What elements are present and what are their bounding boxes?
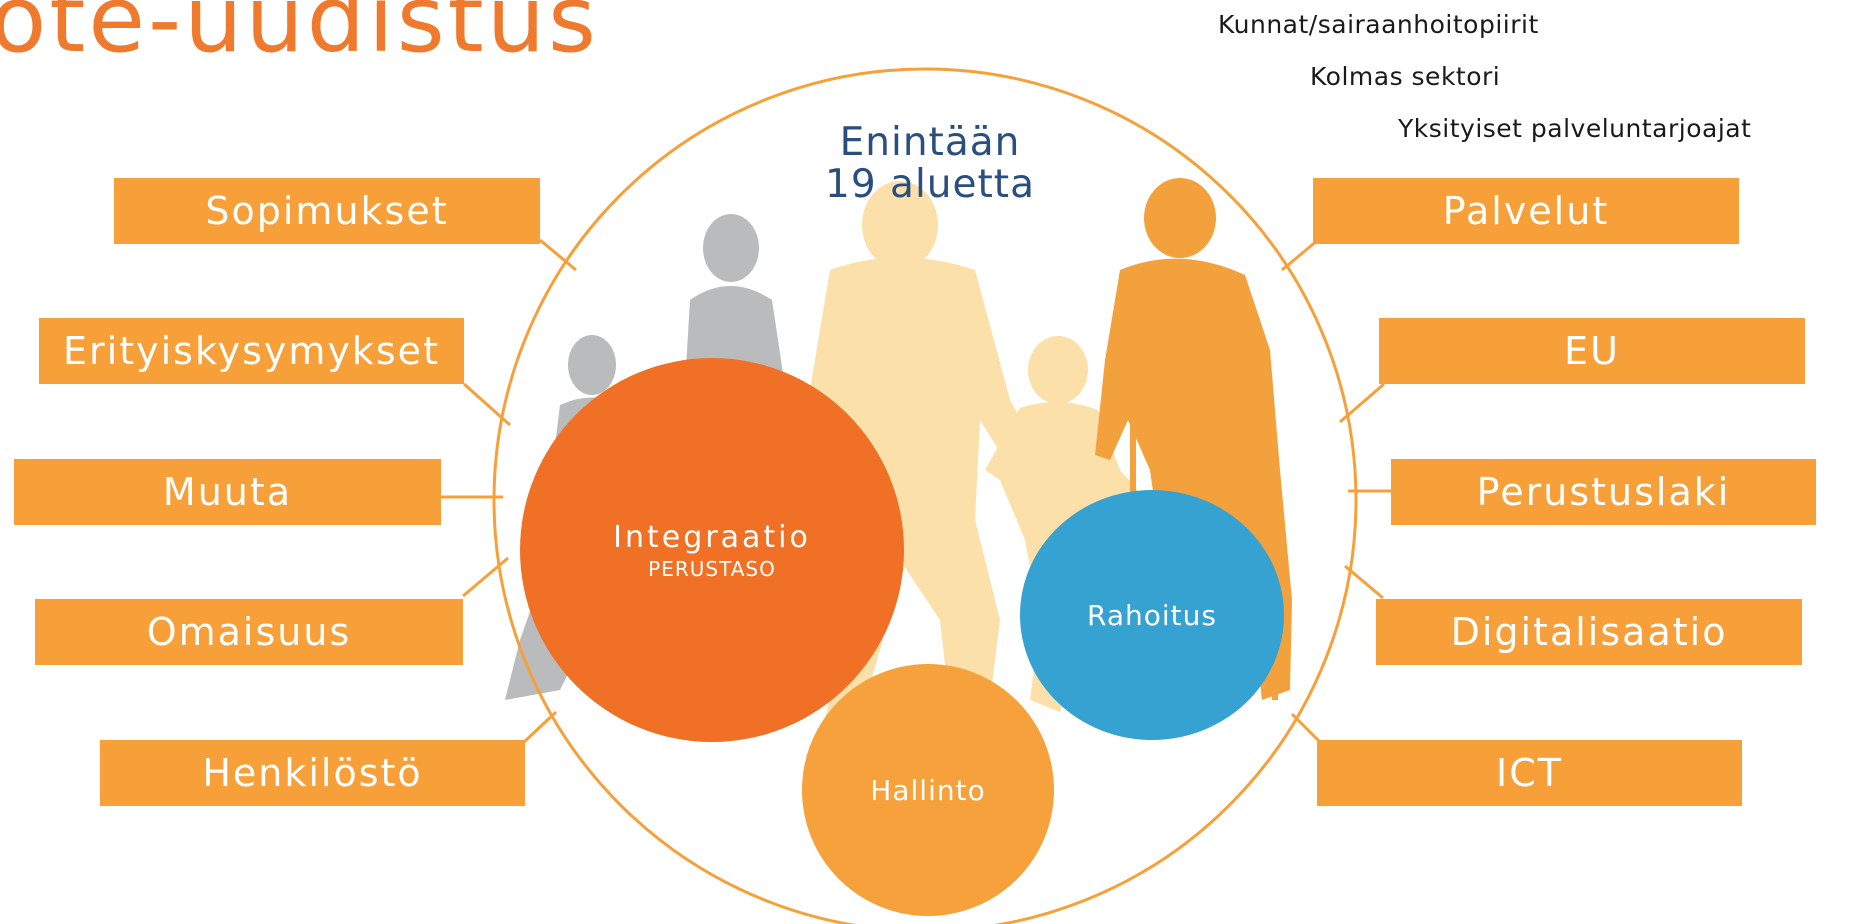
region-line-1: Enintään [839,120,1021,165]
box-palvelut: Palvelut [1313,178,1739,244]
stakeholder-third-sector: Kolmas sektori [1310,62,1501,91]
box-sopimukset: Sopimukset [114,178,540,244]
funding-circle: Rahoitus [1020,490,1284,740]
region-line-2: 19 aluetta [825,162,1035,207]
box-digitalisaatio: Digitalisaatio [1376,599,1802,665]
box-henkilosto: Henkilöstö [100,740,525,806]
integration-circle: Integraatio PERUSTASO [520,358,904,742]
integration-label: Integraatio [613,519,811,555]
stakeholder-private-providers: Yksityiset palveluntarjoajat [1398,114,1752,143]
administration-circle: Hallinto [802,664,1054,916]
box-eu: EU [1379,318,1805,384]
box-erityiskysymykset: Erityiskysymykset [39,318,464,384]
page-title: ote-uudistus [0,0,599,73]
funding-label: Rahoitus [1087,598,1217,632]
region-outline-circle [492,67,1358,924]
box-omaisuus: Omaisuus [35,599,463,665]
stakeholder-municipalities: Kunnat/sairaanhoitopiirit [1218,10,1539,39]
box-muuta: Muuta [14,459,441,525]
integration-sublabel: PERUSTASO [648,556,776,581]
administration-label: Hallinto [870,773,986,807]
box-perustuslaki: Perustuslaki [1391,459,1816,525]
box-ict: ICT [1317,740,1742,806]
region-count-label: Enintään 19 aluetta [780,122,1080,206]
